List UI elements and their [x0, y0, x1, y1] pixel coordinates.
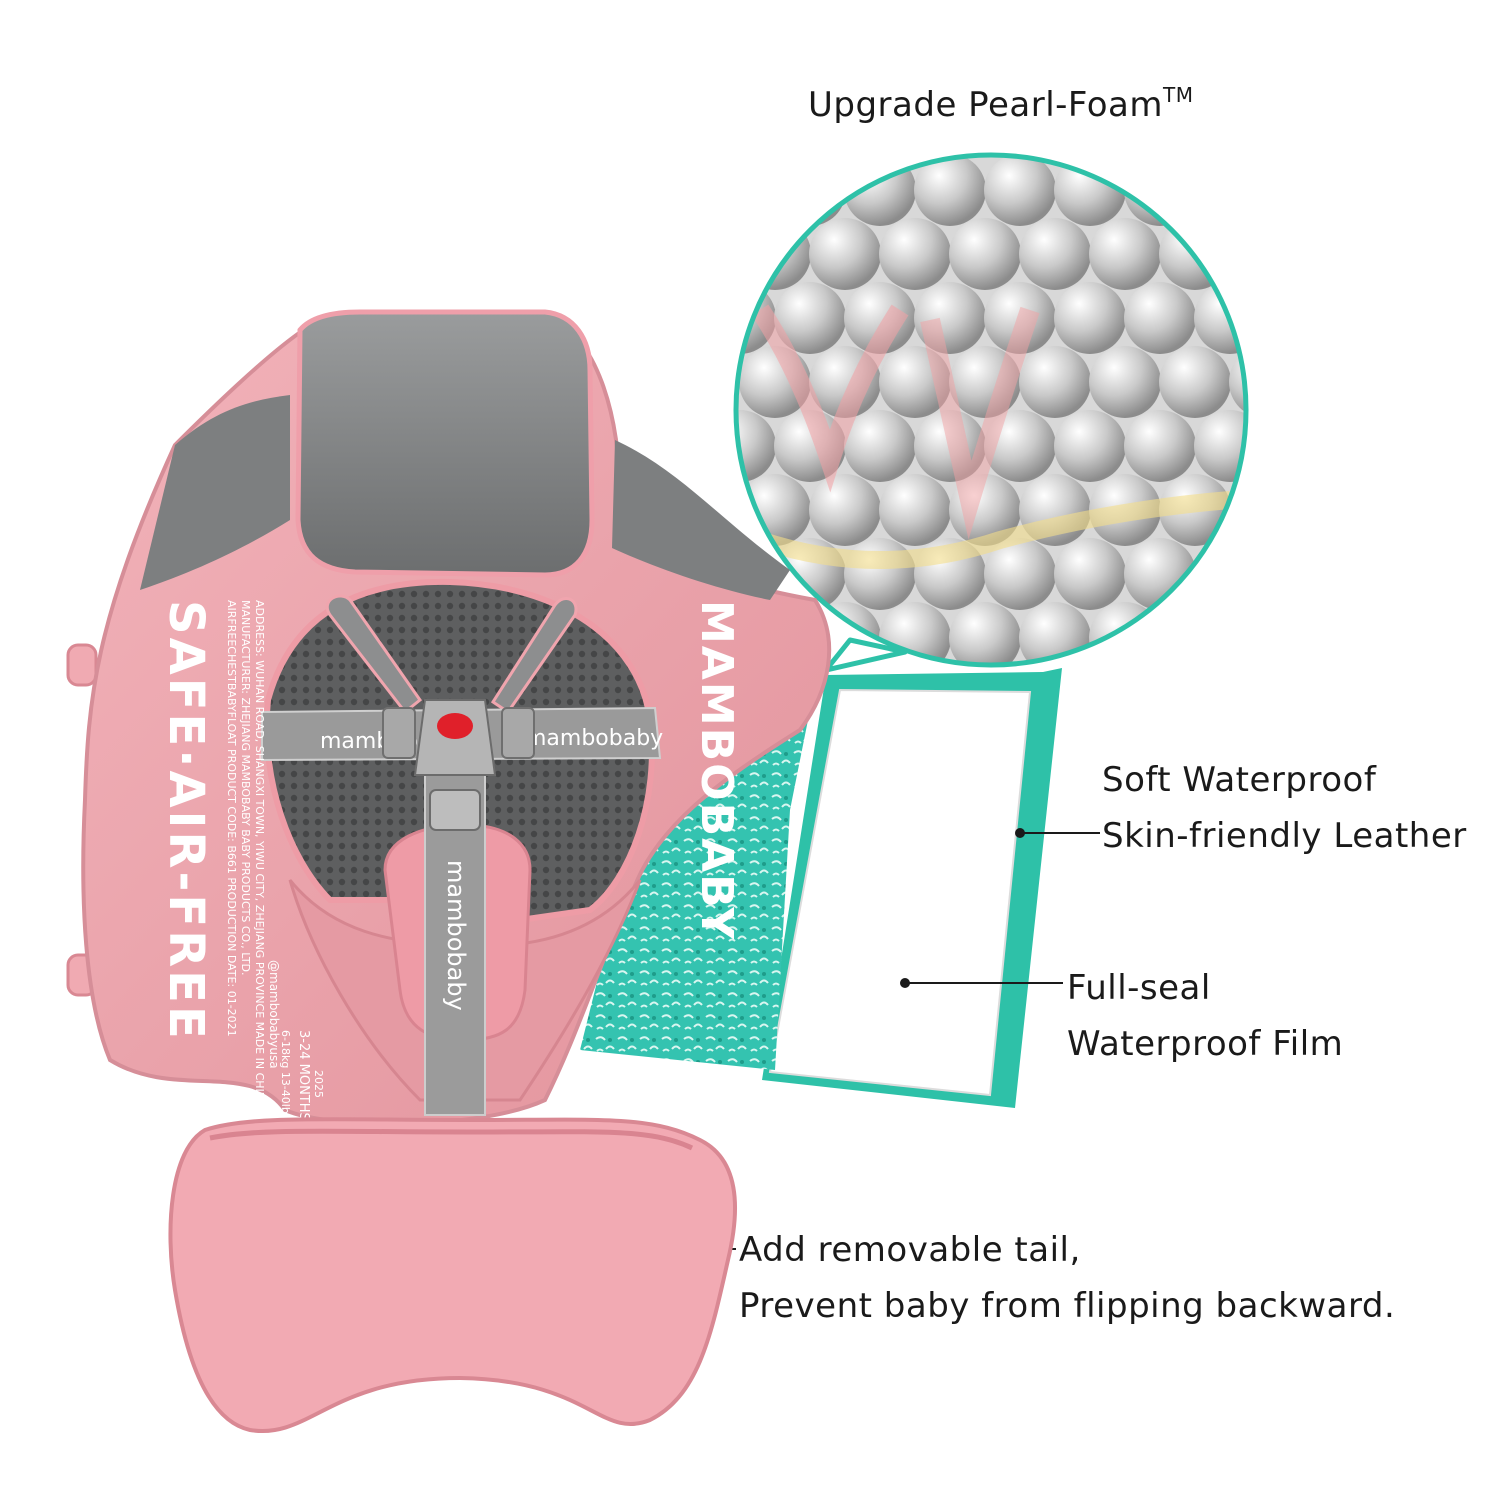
foam-bead — [1229, 474, 1246, 546]
foam-bead — [774, 155, 846, 226]
material-layers — [580, 655, 1062, 1108]
slogan-text: SAFE·AIR-FREE — [158, 600, 214, 1042]
age-range: 3-24 MONTHS — [296, 1030, 311, 1121]
foam-bead — [1264, 538, 1336, 610]
foam-bead — [1159, 602, 1231, 665]
foam-bead — [1089, 346, 1161, 418]
side-buckle-right — [501, 707, 535, 759]
foam-layer — [580, 655, 826, 1070]
removable-tail — [168, 1117, 737, 1434]
film-pointer-dot — [900, 978, 910, 988]
foam-bead — [1019, 218, 1091, 290]
leather-pointer-dot — [1015, 828, 1025, 838]
foam-bead — [844, 282, 916, 354]
foam-bead — [1299, 602, 1371, 674]
foam-bead — [844, 155, 916, 226]
foam-bead — [1124, 410, 1196, 482]
fine-print-line: AIRFREECHESTBABYFLOAT PRODUCT CODE: B661… — [225, 600, 238, 1037]
tail-label-line1: Add removable tail, — [739, 1230, 1081, 1270]
trademark-mark: TM — [1163, 83, 1194, 107]
foam-bead — [774, 282, 846, 354]
leather-label-line2: Skin-friendly Leather — [1102, 816, 1467, 856]
foam-bead — [1194, 410, 1246, 482]
belt-print-right: mambobaby — [525, 726, 663, 751]
shoulder-strap-left — [326, 594, 423, 715]
foam-bead — [1089, 218, 1161, 290]
year-mark: 2025 — [312, 1070, 325, 1098]
foam-bead — [1159, 346, 1231, 418]
foam-bead — [984, 538, 1056, 610]
foam-bead — [1054, 282, 1126, 354]
foam-bead — [1299, 218, 1371, 290]
strap-print: mambobaby — [442, 860, 470, 1011]
foam-bead — [1194, 155, 1246, 226]
foam-bead — [1019, 346, 1091, 418]
head-pad — [295, 309, 595, 578]
foam-bead — [844, 410, 916, 482]
film-label-line1: Full-seal — [1067, 968, 1211, 1008]
foam-bead — [1054, 538, 1126, 610]
foam-bead — [1124, 282, 1196, 354]
foam-bead — [809, 218, 881, 290]
flow-arrows — [751, 304, 1231, 569]
foam-bead — [879, 218, 951, 290]
pearl-foam-label: Upgrade Pearl-FoamTM — [808, 78, 1194, 132]
social-handle: @mambobabyusa — [267, 960, 281, 1069]
buckle-release-button — [437, 713, 473, 739]
baby-float: mambobaby mambobaby mambobaby SAFE·AIR-F… — [66, 309, 832, 1434]
leather-label: Soft Waterproof Skin-friendly Leather — [1102, 752, 1467, 864]
foam-bead — [1264, 282, 1336, 354]
shoulder-strap-right — [490, 597, 578, 715]
foam-bead — [879, 602, 951, 665]
float-print-left: SAFE·AIR-FREE AIRFREECHESTBABYFLOAT PROD… — [158, 600, 325, 1121]
pearl-foam-magnifier — [733, 152, 1371, 674]
tail-seam — [209, 1128, 694, 1151]
loop-tab — [66, 643, 98, 687]
foam-bead — [736, 155, 776, 226]
foam-bead — [879, 474, 951, 546]
tail-label: Add removable tail, Prevent baby from fl… — [739, 1222, 1395, 1334]
fine-print-line: ADDRESS: WUHAN ROAD, SHANGXI TOWN, YIWU … — [253, 600, 266, 1108]
foam-bead — [1124, 155, 1196, 226]
foam-bead — [1299, 474, 1371, 546]
pearl-foam-text: Upgrade Pearl-Foam — [808, 85, 1164, 125]
foam-bead — [1229, 602, 1246, 665]
shoulder-panel-left — [140, 395, 290, 590]
foam-bead — [1299, 346, 1371, 418]
float-print-right: MAMBOBABY — [691, 600, 742, 941]
leather-label-line1: Soft Waterproof — [1102, 760, 1377, 800]
shoulder-panel-right — [612, 440, 790, 600]
foam-bead — [1264, 410, 1336, 482]
foam-bead — [1264, 154, 1336, 226]
foam-bead — [984, 155, 1056, 226]
foam-bead — [1054, 410, 1126, 482]
foam-bead — [844, 538, 916, 610]
fine-print-line: MANUFACTURER: ZHEJIANG MAMBOBABY BABY PR… — [239, 600, 252, 976]
film-label-line2: Waterproof Film — [1067, 1024, 1344, 1064]
foam-bead — [1229, 218, 1246, 290]
strap-adjuster — [429, 789, 481, 831]
foam-bead — [809, 474, 881, 546]
foam-bead — [914, 282, 986, 354]
weight-range: 6-18kg 13-40lbs — [279, 1030, 292, 1120]
foam-bead — [949, 602, 1021, 665]
tail-label-line2: Prevent baby from flipping backward. — [739, 1286, 1396, 1326]
film-label: Full-seal Waterproof Film — [1067, 960, 1343, 1072]
side-buckle-left — [382, 707, 416, 759]
foam-bead — [949, 218, 1021, 290]
waterproof-film-layer — [768, 688, 1032, 1097]
foam-bead — [914, 155, 986, 226]
brand-text: MAMBOBABY — [691, 600, 742, 941]
